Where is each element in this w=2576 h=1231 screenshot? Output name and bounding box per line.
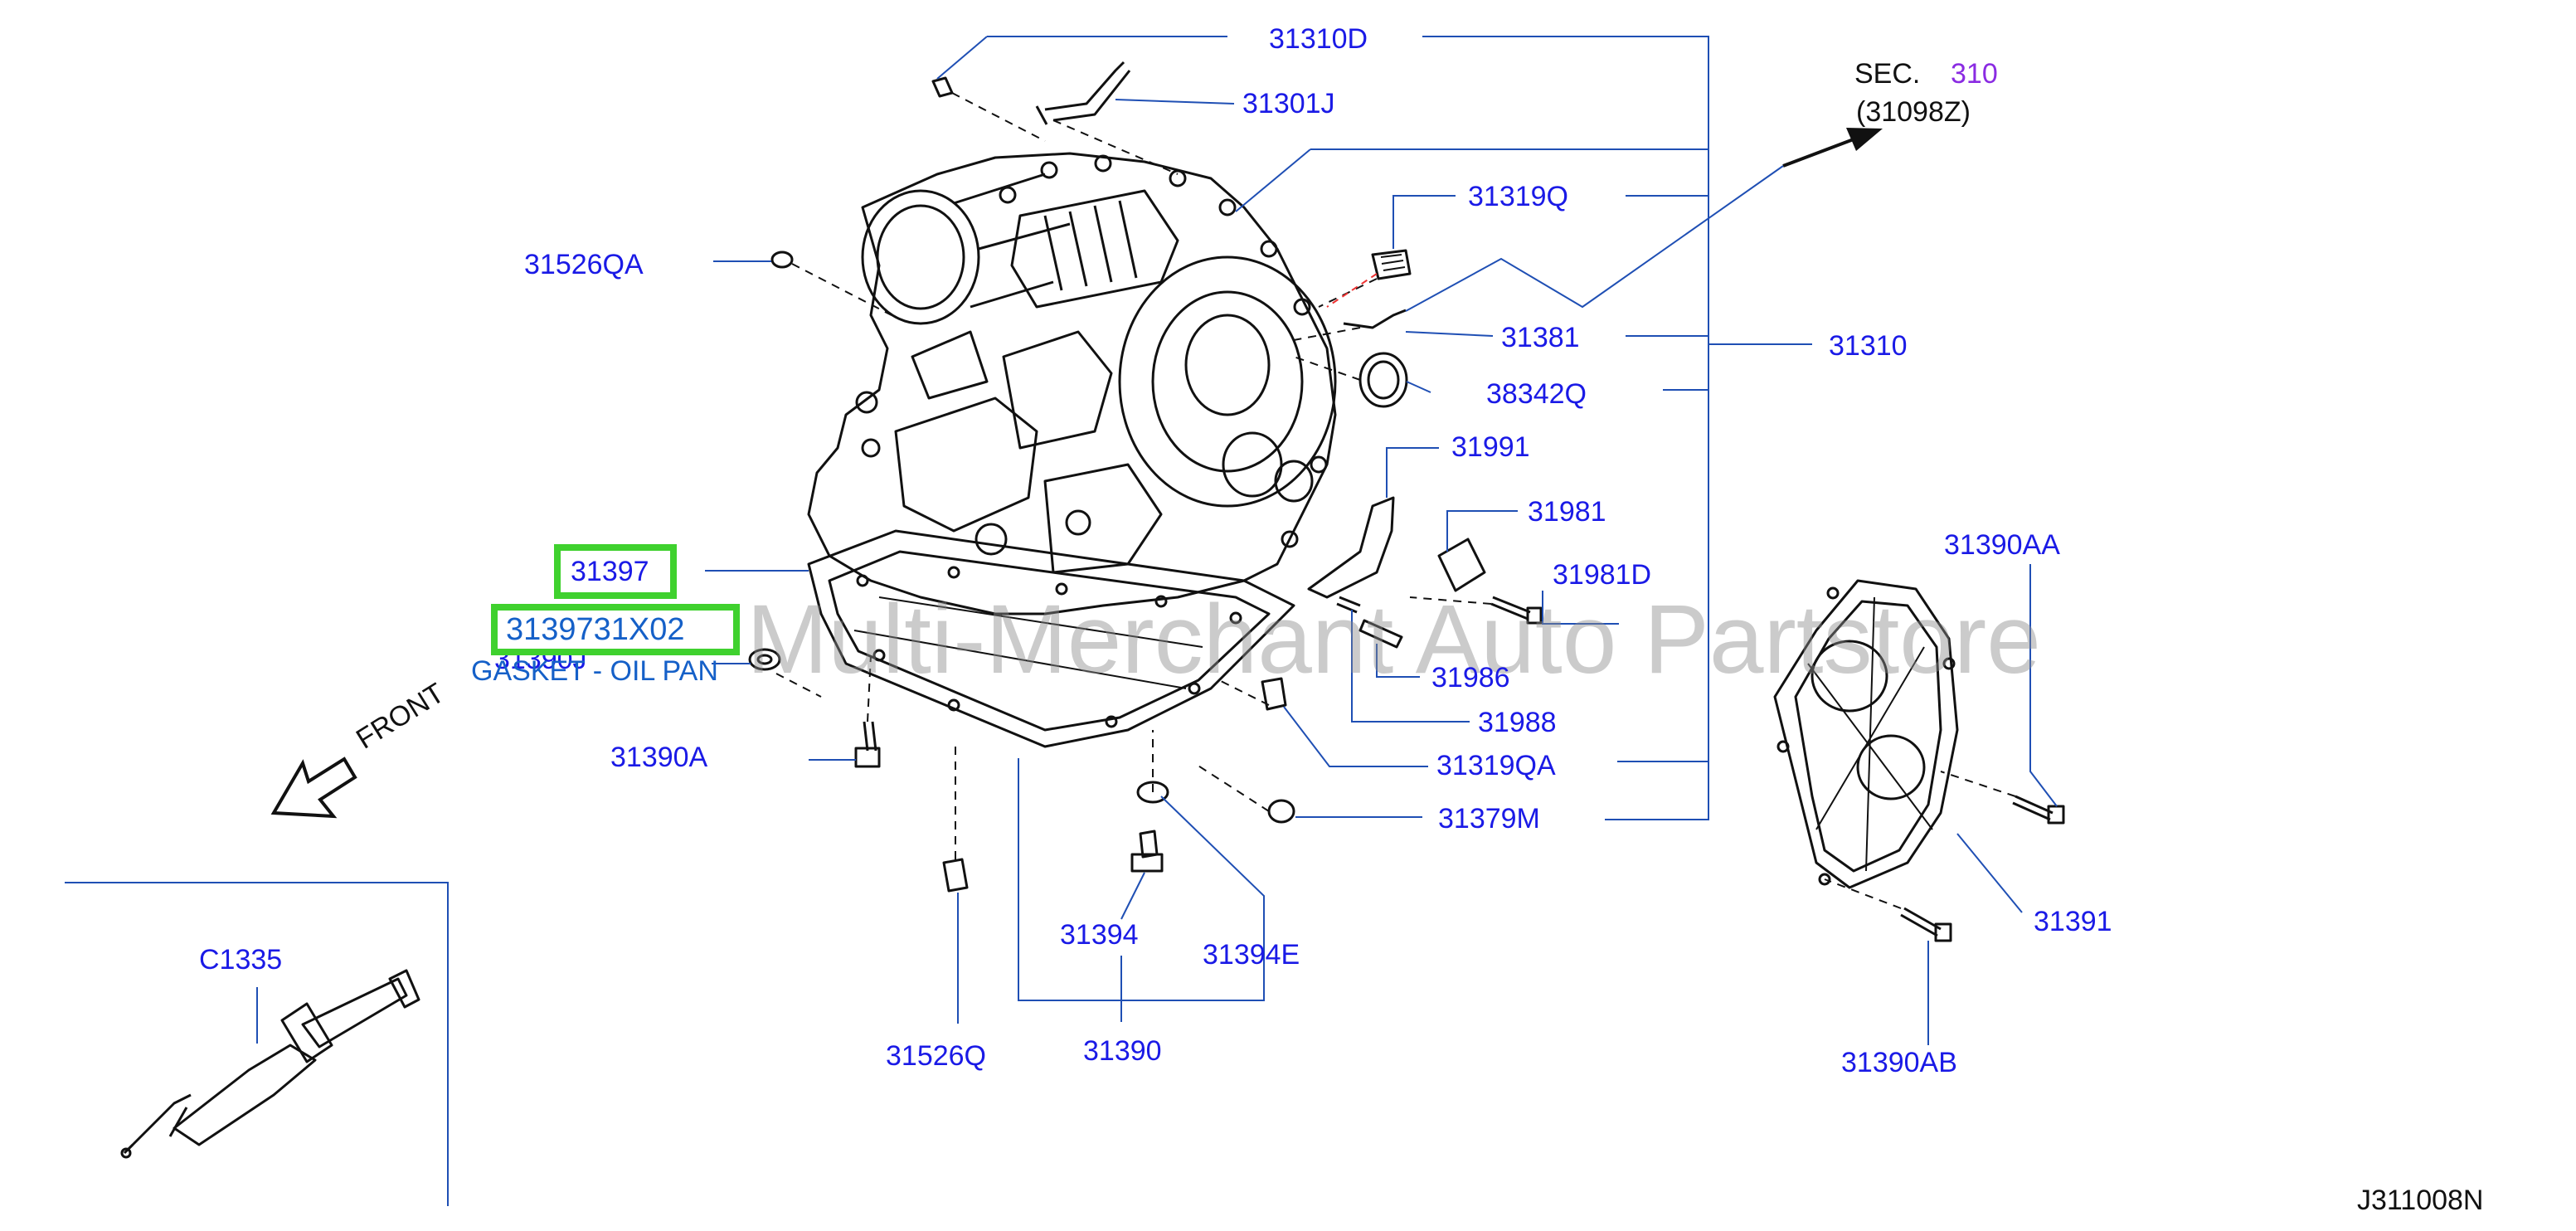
- grease-tube-drawing: [120, 969, 420, 1159]
- oil-pan-gasket-drawing: [807, 529, 1295, 748]
- part-label-31379M[interactable]: 31379M: [1438, 803, 1540, 834]
- part-label-31991[interactable]: 31991: [1451, 431, 1530, 463]
- part-label-31394[interactable]: 31394: [1060, 919, 1139, 951]
- part-label-31381[interactable]: 31381: [1501, 322, 1580, 353]
- part-label-31526QA[interactable]: 31526QA: [524, 249, 644, 280]
- highlight-box-replacement[interactable]: [491, 604, 740, 655]
- part-label-C1335[interactable]: C1335: [199, 944, 283, 976]
- highlight-box-31397[interactable]: [554, 544, 677, 599]
- replacement-part-number[interactable]: 3139731X02: [506, 612, 685, 647]
- part-label-31310D[interactable]: 31310D: [1269, 23, 1368, 55]
- highlighted-part-31397[interactable]: 31397: [571, 556, 649, 587]
- part-label-31390A[interactable]: 31390A: [610, 742, 708, 773]
- front-arrow-icon: [270, 757, 357, 819]
- part-label-31988[interactable]: 31988: [1478, 707, 1557, 738]
- part-description: GASKET - OIL PAN: [471, 655, 718, 687]
- sec-number-link[interactable]: 310: [1951, 58, 1998, 90]
- part-label-31390[interactable]: 31390: [1083, 1035, 1162, 1067]
- sec-prefix: SEC.: [1854, 58, 1921, 90]
- part-label-31301J[interactable]: 31301J: [1242, 88, 1335, 119]
- part-label-31981D[interactable]: 31981D: [1553, 559, 1652, 591]
- small-parts-drawing: [748, 61, 2065, 942]
- leader-lines: [65, 36, 2058, 1206]
- transmission-case-drawing: [807, 152, 1337, 616]
- part-label-31394E[interactable]: 31394E: [1203, 939, 1300, 971]
- diagram-code: J311008N: [2357, 1185, 2484, 1216]
- red-dashed-line: [1326, 273, 1378, 308]
- watermark: Multi-Merchant Auto Partstore: [746, 585, 2041, 694]
- part-label-31319QA[interactable]: 31319QA: [1436, 750, 1556, 781]
- part-label-31319Q[interactable]: 31319Q: [1468, 181, 1568, 212]
- part-label-31390AB[interactable]: 31390AB: [1841, 1047, 1957, 1078]
- side-cover-drawing: [1773, 579, 1959, 889]
- part-label-38342Q[interactable]: 38342Q: [1486, 378, 1587, 410]
- sec-arrow: [1782, 128, 1883, 168]
- part-label-31981[interactable]: 31981: [1528, 496, 1606, 528]
- part-label-31526Q[interactable]: 31526Q: [886, 1040, 986, 1072]
- part-label-31986[interactable]: 31986: [1431, 662, 1510, 693]
- assembly-dashed-lines: [775, 92, 2016, 909]
- part-label-31310[interactable]: 31310: [1829, 330, 1908, 362]
- sec-part-number: (31098Z): [1856, 96, 1971, 128]
- part-label-31390AA[interactable]: 31390AA: [1944, 529, 2060, 561]
- part-label-31391[interactable]: 31391: [2034, 906, 2112, 937]
